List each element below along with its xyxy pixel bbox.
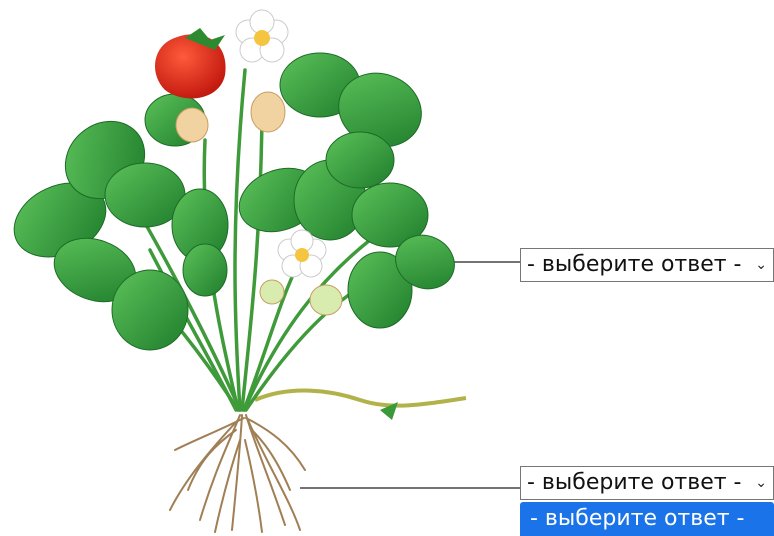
- dropdown-option-highlighted[interactable]: - выберите ответ -: [520, 502, 774, 536]
- unripe-berries: [175, 91, 343, 316]
- runner: [254, 388, 467, 420]
- dropdown-option-label: - выберите ответ -: [530, 506, 745, 531]
- answer-select-leaf[interactable]: - выберите ответ - ⌄: [520, 248, 774, 282]
- chevron-down-icon: ⌄: [755, 475, 767, 491]
- roots: [169, 414, 306, 533]
- red-strawberry: [154, 28, 226, 99]
- answer-select-leaf-value: - выберите ответ -: [527, 252, 742, 277]
- answer-select-root[interactable]: - выберите ответ - ⌄: [520, 466, 774, 500]
- leaves: [13, 52, 455, 351]
- chevron-down-icon: ⌄: [755, 257, 767, 273]
- answer-select-root-value: - выберите ответ -: [527, 470, 742, 495]
- flowers: [235, 9, 327, 278]
